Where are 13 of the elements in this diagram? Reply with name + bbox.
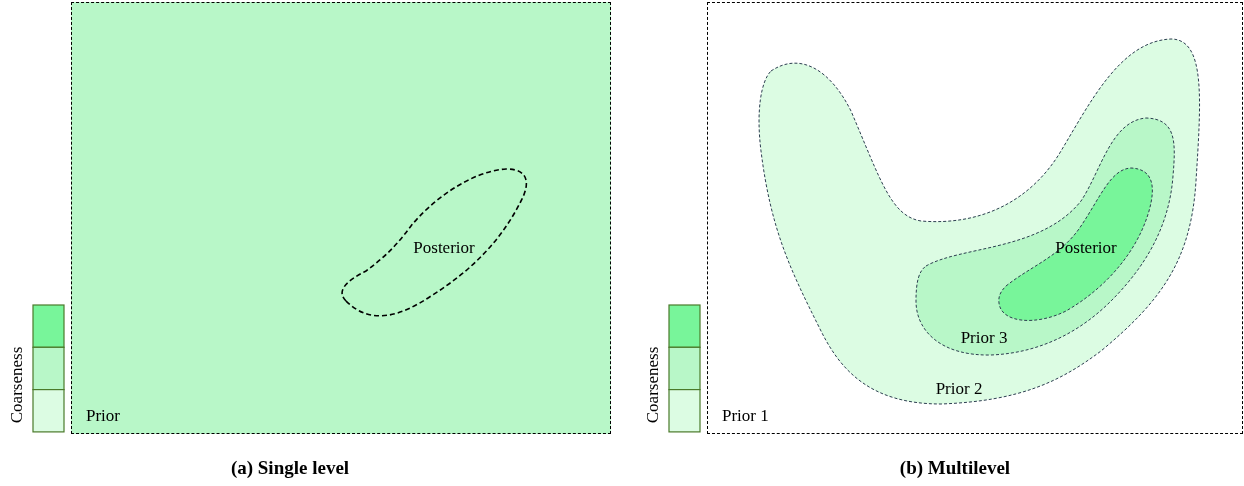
prior-region xyxy=(707,2,1243,434)
axis-label: Coarseness xyxy=(643,346,663,424)
axis-label: Coarseness xyxy=(7,346,27,424)
subfigure-caption: (a) Single level xyxy=(230,457,350,479)
subfigure-caption: (b) Multilevel xyxy=(899,457,1011,479)
prior-region xyxy=(71,2,611,434)
region-label: Prior 2 xyxy=(935,379,983,399)
region-label: Prior 1 xyxy=(722,406,769,426)
region-label: Posterior xyxy=(413,238,475,258)
region-label: Prior 3 xyxy=(960,328,1008,348)
region-label: Prior xyxy=(86,406,120,426)
region-label: Posterior xyxy=(1055,238,1117,258)
contour-region xyxy=(914,116,1177,358)
